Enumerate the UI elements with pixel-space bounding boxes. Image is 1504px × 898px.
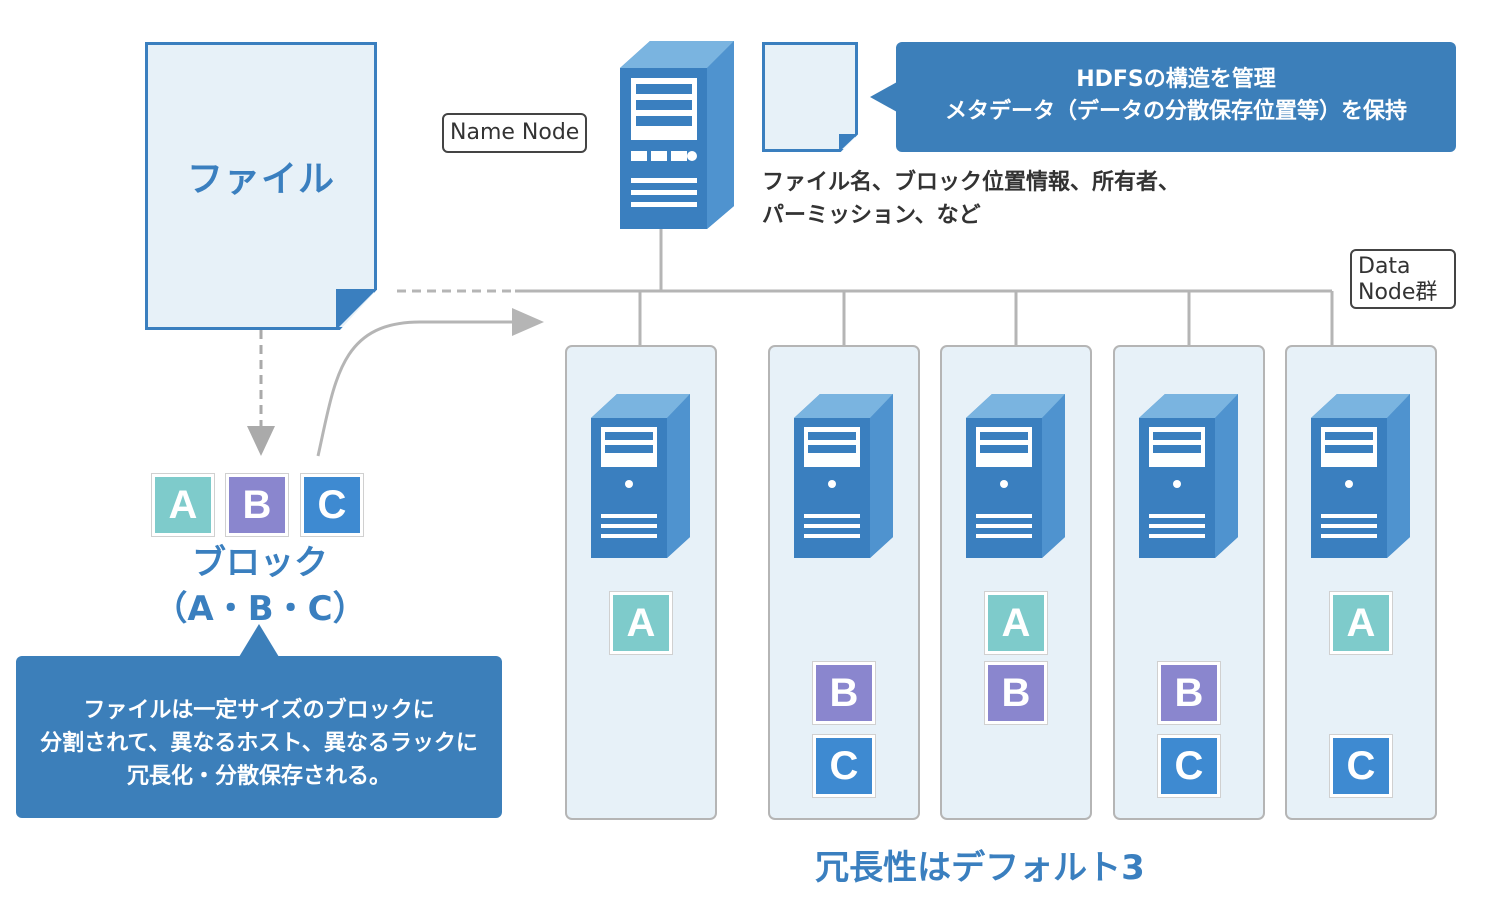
file-label: ファイル bbox=[186, 159, 335, 200]
block-callout-tail bbox=[239, 624, 279, 657]
block-c: C bbox=[300, 473, 364, 537]
namenode-server-icon bbox=[620, 41, 734, 229]
metadata-callout-tail bbox=[870, 82, 897, 112]
block-b: B bbox=[225, 473, 289, 537]
datanode-server-icon bbox=[966, 394, 1065, 558]
datanode-tag-line2: Node群 bbox=[1358, 280, 1438, 305]
file-fold-icon bbox=[336, 289, 377, 330]
distribute-arrow-head bbox=[512, 308, 544, 336]
namenode-tag: Name Node bbox=[442, 113, 588, 153]
datanode-server-icon bbox=[591, 394, 690, 558]
metadata-description: ファイル名、ブロック位置情報、所有者、 パーミッション、など bbox=[762, 166, 1180, 232]
replication-footer: 冗長性はデフォルト3 bbox=[815, 848, 1145, 888]
block-title-line1: ブロック bbox=[192, 543, 328, 583]
metadata-document bbox=[762, 42, 858, 152]
datanode-tag-line1: Data bbox=[1358, 254, 1411, 279]
block-callout: ファイルは一定サイズのブロックに 分割されて、異なるホスト、異なるラックに 冗長… bbox=[16, 656, 502, 818]
metadata-fold-icon bbox=[839, 134, 858, 152]
block-title-line2: （A・B・C） bbox=[153, 589, 367, 629]
datanode-4-block-c: C bbox=[1157, 734, 1221, 798]
metadata-desc-line1: ファイル名、ブロック位置情報、所有者、 bbox=[762, 170, 1181, 195]
datanode-5-block-c: C bbox=[1329, 734, 1393, 798]
distribute-arrow bbox=[316, 320, 515, 457]
block-callout-line3: 冗長化・分散保存される。 bbox=[126, 764, 391, 789]
datanode-3-block-a: A bbox=[984, 591, 1048, 655]
block-callout-line1: ファイルは一定サイズのブロックに bbox=[83, 698, 435, 723]
block-a: A bbox=[151, 473, 215, 537]
datanode-server-icon bbox=[1311, 394, 1410, 558]
datanode-server-icon bbox=[794, 394, 893, 558]
block-callout-line2: 分割されて、異なるホスト、異なるラックに bbox=[40, 731, 478, 756]
metadata-callout-line1: HDFSの構造を管理 bbox=[1076, 67, 1276, 92]
block-title: ブロック （A・B・C） bbox=[150, 540, 370, 632]
datanode-3-block-b: B bbox=[984, 661, 1048, 725]
datanode-2-block-b: B bbox=[812, 661, 876, 725]
metadata-callout-line2: メタデータ（データの分散保存位置等）を保持 bbox=[944, 99, 1407, 124]
datanode-server-icon bbox=[1139, 394, 1238, 558]
datanode-group-tag: Data Node群 bbox=[1350, 249, 1456, 309]
metadata-callout: HDFSの構造を管理 メタデータ（データの分散保存位置等）を保持 bbox=[896, 42, 1456, 152]
datanode-5-block-a: A bbox=[1329, 591, 1393, 655]
split-arrow-head bbox=[247, 426, 275, 456]
datanode-2-block-c: C bbox=[812, 734, 876, 798]
metadata-desc-line2: パーミッション、など bbox=[762, 203, 981, 228]
file-document bbox=[145, 42, 377, 330]
datanode-1-block-a: A bbox=[609, 591, 673, 655]
datanode-4-block-b: B bbox=[1157, 661, 1221, 725]
